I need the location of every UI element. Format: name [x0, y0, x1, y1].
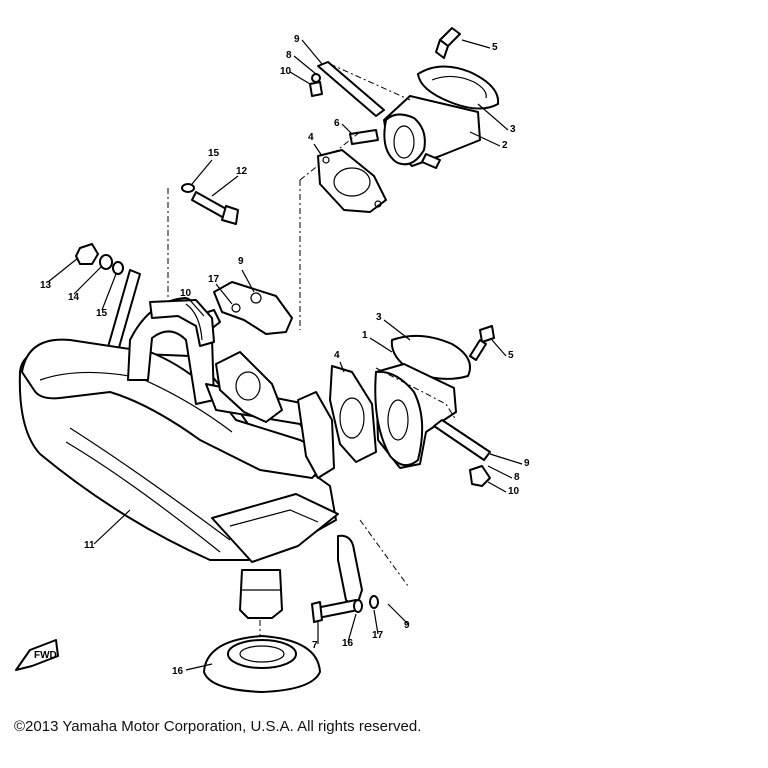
copyright-notice: ©2013 Yamaha Motor Corporation, U.S.A. A… — [14, 718, 422, 735]
callout-label: 2 — [502, 140, 508, 151]
callout-label: 15 — [208, 148, 220, 159]
callouts: 9 8 10 5 3 2 6 4 15 12 13 14 15 17 9 10 … — [40, 34, 530, 677]
upper-manifold-assembly — [299, 27, 500, 330]
callout-label: 11 — [84, 540, 95, 551]
lower-gasket — [329, 365, 377, 463]
callout-label: 3 — [376, 312, 382, 323]
callout-label: 13 — [40, 280, 52, 291]
callout-label: 14 — [68, 292, 80, 303]
middle-bracket — [199, 281, 293, 335]
callout-label: 7 — [312, 640, 318, 651]
callout-label: 1 — [362, 330, 368, 341]
callout-label: 16 — [172, 666, 184, 677]
callout-label: 9 — [524, 458, 530, 469]
callout-label: 10 — [280, 66, 292, 77]
callout-label: 9 — [294, 34, 300, 45]
bottom-bracket — [311, 519, 409, 623]
grommet-16 — [203, 635, 321, 693]
callout-label: 12 — [236, 166, 248, 177]
upper-strap — [309, 61, 385, 117]
callout-label: 15 — [96, 308, 108, 319]
bolt-12 — [167, 183, 239, 300]
exhaust-exploded-diagram: FWD 9 8 10 5 3 2 6 4 15 12 13 14 15 17 9… — [15, 27, 530, 693]
lower-strap — [433, 419, 491, 487]
callout-label: 4 — [334, 350, 340, 361]
callout-label: 16 — [342, 638, 354, 649]
callout-label: 10 — [508, 486, 520, 497]
callout-label: 5 — [492, 42, 498, 53]
fwd-label: FWD — [34, 650, 57, 661]
callout-label: 6 — [334, 118, 340, 129]
callout-label: 5 — [508, 350, 514, 361]
callout-label: 17 — [372, 630, 384, 641]
callout-label: 4 — [308, 132, 314, 143]
callout-label: 10 — [180, 288, 192, 299]
callout-label: 3 — [510, 124, 516, 135]
fwd-arrow-icon: FWD — [15, 639, 59, 671]
lower-manifold-assembly — [374, 325, 495, 469]
muffler-assembly — [18, 297, 339, 644]
callout-label: 9 — [238, 256, 244, 267]
upper-gasket — [317, 149, 387, 213]
callout-label: 17 — [208, 274, 220, 285]
callout-label: 8 — [514, 472, 520, 483]
callout-label: 8 — [286, 50, 292, 61]
callout-label: 9 — [404, 620, 410, 631]
